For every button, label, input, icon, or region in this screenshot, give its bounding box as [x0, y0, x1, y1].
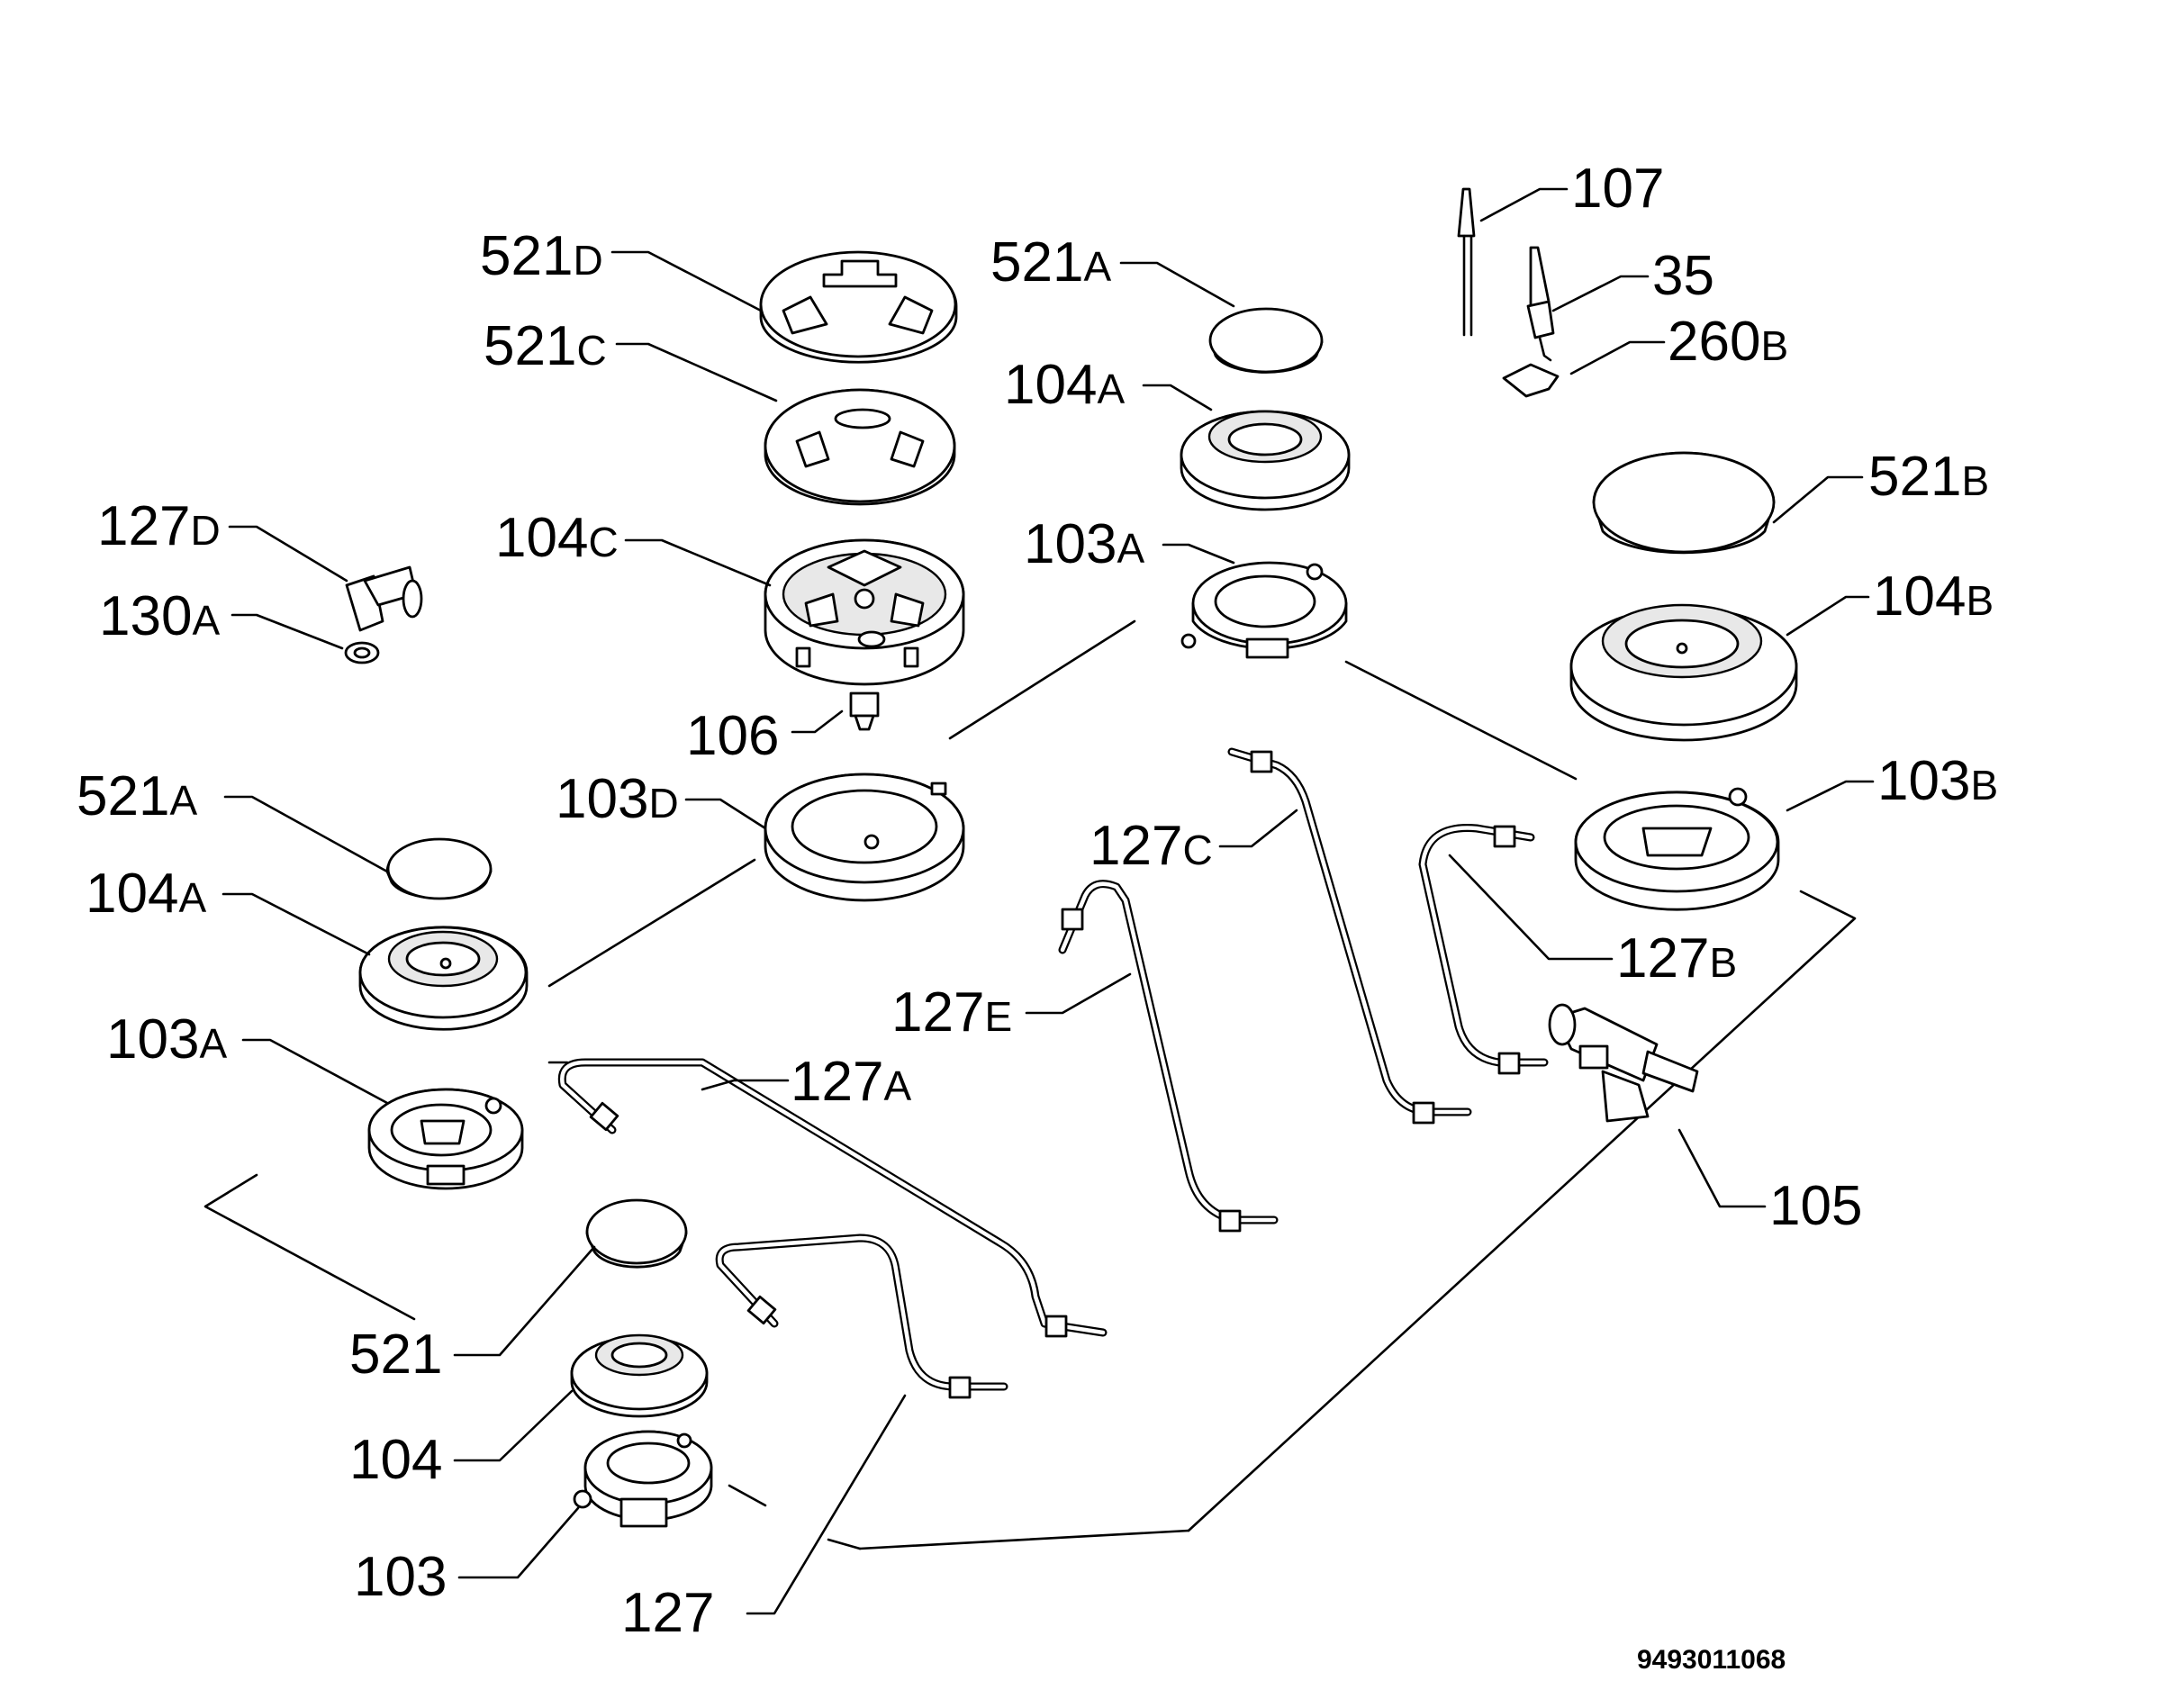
label-127e: 127E [891, 981, 1012, 1044]
burner-crown-104a-left [358, 926, 529, 1031]
label-103: 103 [354, 1546, 447, 1608]
part-labels: 521D 521C 127D 130A 104C 106 103D 521A 1… [77, 158, 1998, 1675]
label-127c: 127C [1090, 815, 1213, 877]
burner-base-103 [573, 1430, 713, 1528]
burner-cap-521c [764, 388, 956, 506]
burner-base-103b [1574, 787, 1780, 911]
label-127d: 127D [97, 495, 221, 557]
label-105: 105 [1769, 1175, 1862, 1237]
burner-crown-104b [1569, 603, 1798, 742]
label-35: 35 [1652, 245, 1714, 307]
leader-lines [222, 187, 1875, 1615]
burner-base-103a-right [1180, 561, 1348, 659]
pipe-127c [1227, 747, 1472, 1125]
burner-cap-521a-left [385, 837, 493, 900]
burner-base-103d [764, 773, 965, 902]
injector-106 [849, 691, 880, 731]
burner-base-103a-left [367, 1088, 524, 1190]
document-number: 9493011068 [1637, 1645, 1786, 1675]
label-104: 104 [349, 1429, 442, 1491]
label-106: 106 [686, 705, 779, 767]
label-127: 127 [621, 1582, 714, 1644]
burner-crown-104a-right [1180, 410, 1351, 511]
label-521: 521 [349, 1324, 442, 1386]
thermocouple-107 [1457, 187, 1476, 337]
burner-cap-521 [585, 1198, 688, 1269]
electrode-35 [1526, 246, 1555, 362]
pipe-127 [715, 1234, 1008, 1399]
label-127a: 127A [791, 1051, 911, 1113]
label-521c: 521C [484, 315, 607, 377]
washer-130a [344, 641, 380, 664]
label-521d: 521D [480, 225, 603, 287]
label-103b: 103B [1877, 750, 1998, 812]
assembly-lines [203, 619, 1857, 1550]
label-103d: 103D [556, 768, 679, 830]
label-104b: 104B [1873, 565, 1994, 628]
label-103a-right: 103A [1024, 513, 1144, 575]
label-107: 107 [1571, 158, 1664, 220]
clip-260b [1502, 363, 1560, 398]
burner-cap-521d [759, 250, 958, 364]
label-104a-right: 104A [1004, 354, 1125, 416]
burner-crown-104 [570, 1333, 709, 1418]
label-127b: 127B [1616, 927, 1737, 990]
label-260b: 260B [1668, 311, 1788, 373]
label-104a-left: 104A [86, 863, 206, 925]
burner-cap-521a-right [1208, 307, 1324, 374]
label-521a-right: 521A [990, 231, 1111, 294]
label-521b: 521B [1868, 446, 1989, 508]
valve-105 [1548, 1003, 1699, 1123]
pipe-127b [1418, 824, 1549, 1075]
burner-crown-104c [764, 538, 965, 686]
pipe-127a [557, 1058, 1108, 1338]
label-130a: 130A [99, 585, 220, 647]
label-103a-left: 103A [106, 1008, 227, 1071]
label-521a-left: 521A [77, 765, 197, 827]
elbow-127d [345, 565, 423, 632]
pipe-127e [1058, 880, 1279, 1233]
label-104c: 104C [495, 507, 619, 569]
burner-cap-521b [1592, 451, 1776, 555]
